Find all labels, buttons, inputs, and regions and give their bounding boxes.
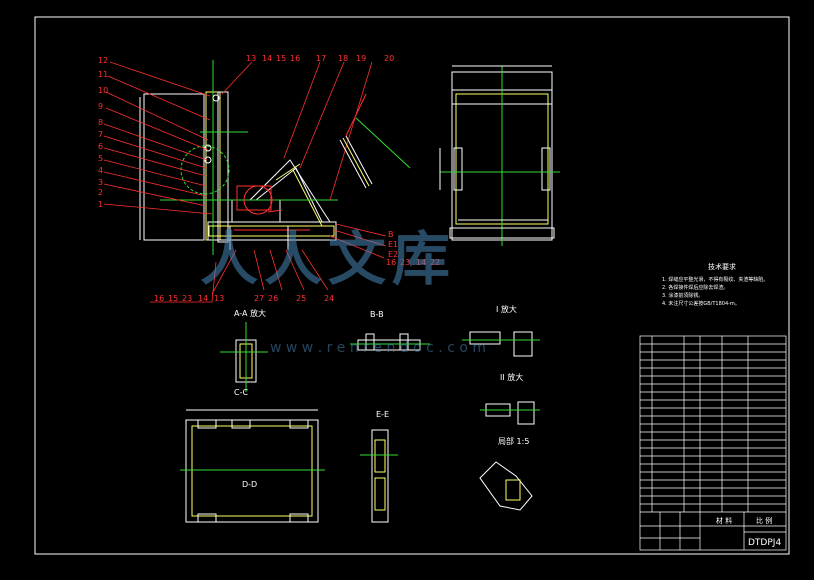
section-label-e-e: E-E [376,410,389,419]
callout-left-4: 4 [98,166,104,175]
notes-line: 1. 焊缝应平整光滑，不得有裂纹、夹渣等缺陷。 [662,277,769,283]
callout-top-13: 13 [246,54,257,63]
section-label-b-b: B-B [370,310,384,319]
callout-top-20: 20 [384,54,395,63]
callout-top-14: 14 [262,54,273,63]
callout-left-10: 10 [98,86,109,95]
callout-bm-25: 25 [296,294,307,303]
callout-br-23: 23 [400,258,411,267]
callout-left-2: 2 [98,188,104,197]
callout-left-11: 11 [98,70,109,79]
notes-line: 3. 涂漆前须除锈。 [662,293,704,299]
notes-line: 2. 各焊接件焊后应除去焊渣。 [662,285,729,291]
callout-bl-14: 14 [198,294,209,303]
side-view [439,65,560,246]
callout-bl-16: 16 [154,294,165,303]
section-aa [220,322,268,392]
section-label-iii: 局部 1:5 [498,437,530,446]
sheet-border [34,16,790,555]
callout-top-17: 17 [316,54,327,63]
section-label-a-a: A-A 放大 [234,309,267,318]
callout-top-12: 12 [98,56,109,65]
callout-left-1: 1 [98,200,104,209]
callout-left-9: 9 [98,102,104,111]
callout-top-15: 15 [276,54,287,63]
detail-iii [479,461,533,511]
callout-bm-27: 27 [254,294,265,303]
section-label-c-c: C-C [234,388,249,397]
section-dd [180,409,325,523]
section-label-d-d: D-D [242,480,258,489]
section-bb [350,333,430,351]
notes-title: 技术要求 [708,263,736,271]
title-block-scale: 比 例 [756,517,773,525]
drawing-number: DTDPJ4 [748,538,782,548]
callout-left-3: 3 [98,178,104,187]
callout-top-19: 19 [356,54,367,63]
watermark-url: w w w . r e n r e n d o c . c o m [270,340,486,356]
callout-bl-15: 15 [168,294,179,303]
section-label-i: I 放大 [496,305,517,314]
callout-left-8: 8 [98,118,104,127]
callout-bl-13: 13 [214,294,225,303]
callout-top-18: 18 [338,54,349,63]
callout-right-b: B [388,230,394,239]
callout-left-6: 6 [98,142,104,151]
callout-left-5: 5 [98,154,104,163]
technical-notes: 技术要求 1. 焊缝应平整光滑，不得有裂纹、夹渣等缺陷。 2. 各焊接件焊后应除… [662,262,782,308]
callout-br-14: 14 [416,258,427,267]
callout-right-e1: E1 [388,240,399,249]
callout-bl-23: 23 [182,294,193,303]
callout-bm-26: 26 [268,294,279,303]
angled-part [339,93,411,189]
callout-br-22: 22 [430,258,441,267]
leader-lines [103,61,387,303]
callout-right-e2: E2 [388,250,399,259]
notes-line: 4. 未注尺寸公差按GB/T1804-m。 [662,301,740,307]
title-block [639,335,787,551]
section-ee [360,429,398,523]
front-view [139,60,338,255]
watermark-logo: 人人文库 [200,225,457,293]
callout-top-16: 16 [290,54,301,63]
detail-ii [480,401,540,425]
detail-i [462,331,540,357]
section-label-ii: II 放大 [500,373,524,382]
callout-left-7: 7 [98,130,104,139]
callout-br-16: 16 [386,258,397,267]
title-block-material: 材 料 [716,517,733,525]
callout-bm-24: 24 [324,294,335,303]
